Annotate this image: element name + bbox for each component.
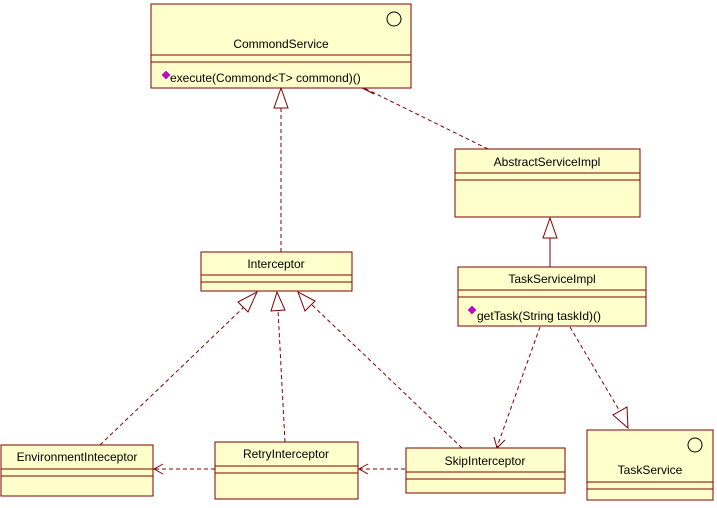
connector-taskimpl-to-skip bbox=[493, 326, 541, 449]
class-name: Interceptor bbox=[247, 257, 304, 271]
connector-taskimpl-to-abstract bbox=[542, 216, 558, 267]
connector-retry-to-environment bbox=[152, 463, 215, 475]
class-environment-inteceptor[interactable]: EnvironmentInteceptor bbox=[0, 444, 154, 497]
class-abstract-service-impl[interactable]: AbstractServiceImpl bbox=[454, 148, 641, 218]
class-name: TaskServiceImpl bbox=[508, 272, 595, 286]
class-retry-interceptor[interactable]: RetryInterceptor bbox=[214, 441, 359, 500]
method-signature: getTask(String taskId)() bbox=[477, 309, 601, 323]
class-skip-interceptor[interactable]: SkipInterceptor bbox=[405, 447, 566, 494]
method-signature: execute(Commond<T> commond)() bbox=[170, 71, 361, 85]
class-interceptor[interactable]: Interceptor bbox=[200, 251, 353, 292]
class-name: EnvironmentInteceptor bbox=[17, 450, 138, 464]
method-diamond-icon bbox=[467, 305, 477, 315]
connector-environment-to-interceptor bbox=[99, 290, 259, 446]
method-diamond-icon bbox=[161, 70, 171, 80]
class-name: AbstractServiceImpl bbox=[494, 155, 601, 169]
class-name: SkipInterceptor bbox=[445, 454, 526, 468]
interface-circle-icon bbox=[687, 437, 703, 453]
class-task-service-impl[interactable]: TaskServiceImpl getTask(String taskId)() bbox=[457, 266, 647, 327]
class-name: CommondService bbox=[233, 37, 329, 51]
connector-interceptor-to-commond bbox=[273, 86, 289, 252]
class-name: RetryInterceptor bbox=[243, 447, 329, 461]
connector-retry-to-interceptor bbox=[270, 290, 286, 443]
connector-taskimpl-to-taskservice bbox=[569, 326, 629, 430]
connector-skip-to-interceptor bbox=[297, 290, 463, 449]
connector-skip-to-retry bbox=[357, 463, 405, 475]
interface-circle-icon bbox=[386, 11, 402, 27]
class-task-service[interactable]: TaskService bbox=[586, 429, 714, 501]
class-commond-service[interactable]: CommondService execute(Commond<T> common… bbox=[150, 3, 412, 89]
class-name: TaskService bbox=[618, 463, 683, 477]
connector-abstract-to-commond bbox=[361, 81, 489, 150]
